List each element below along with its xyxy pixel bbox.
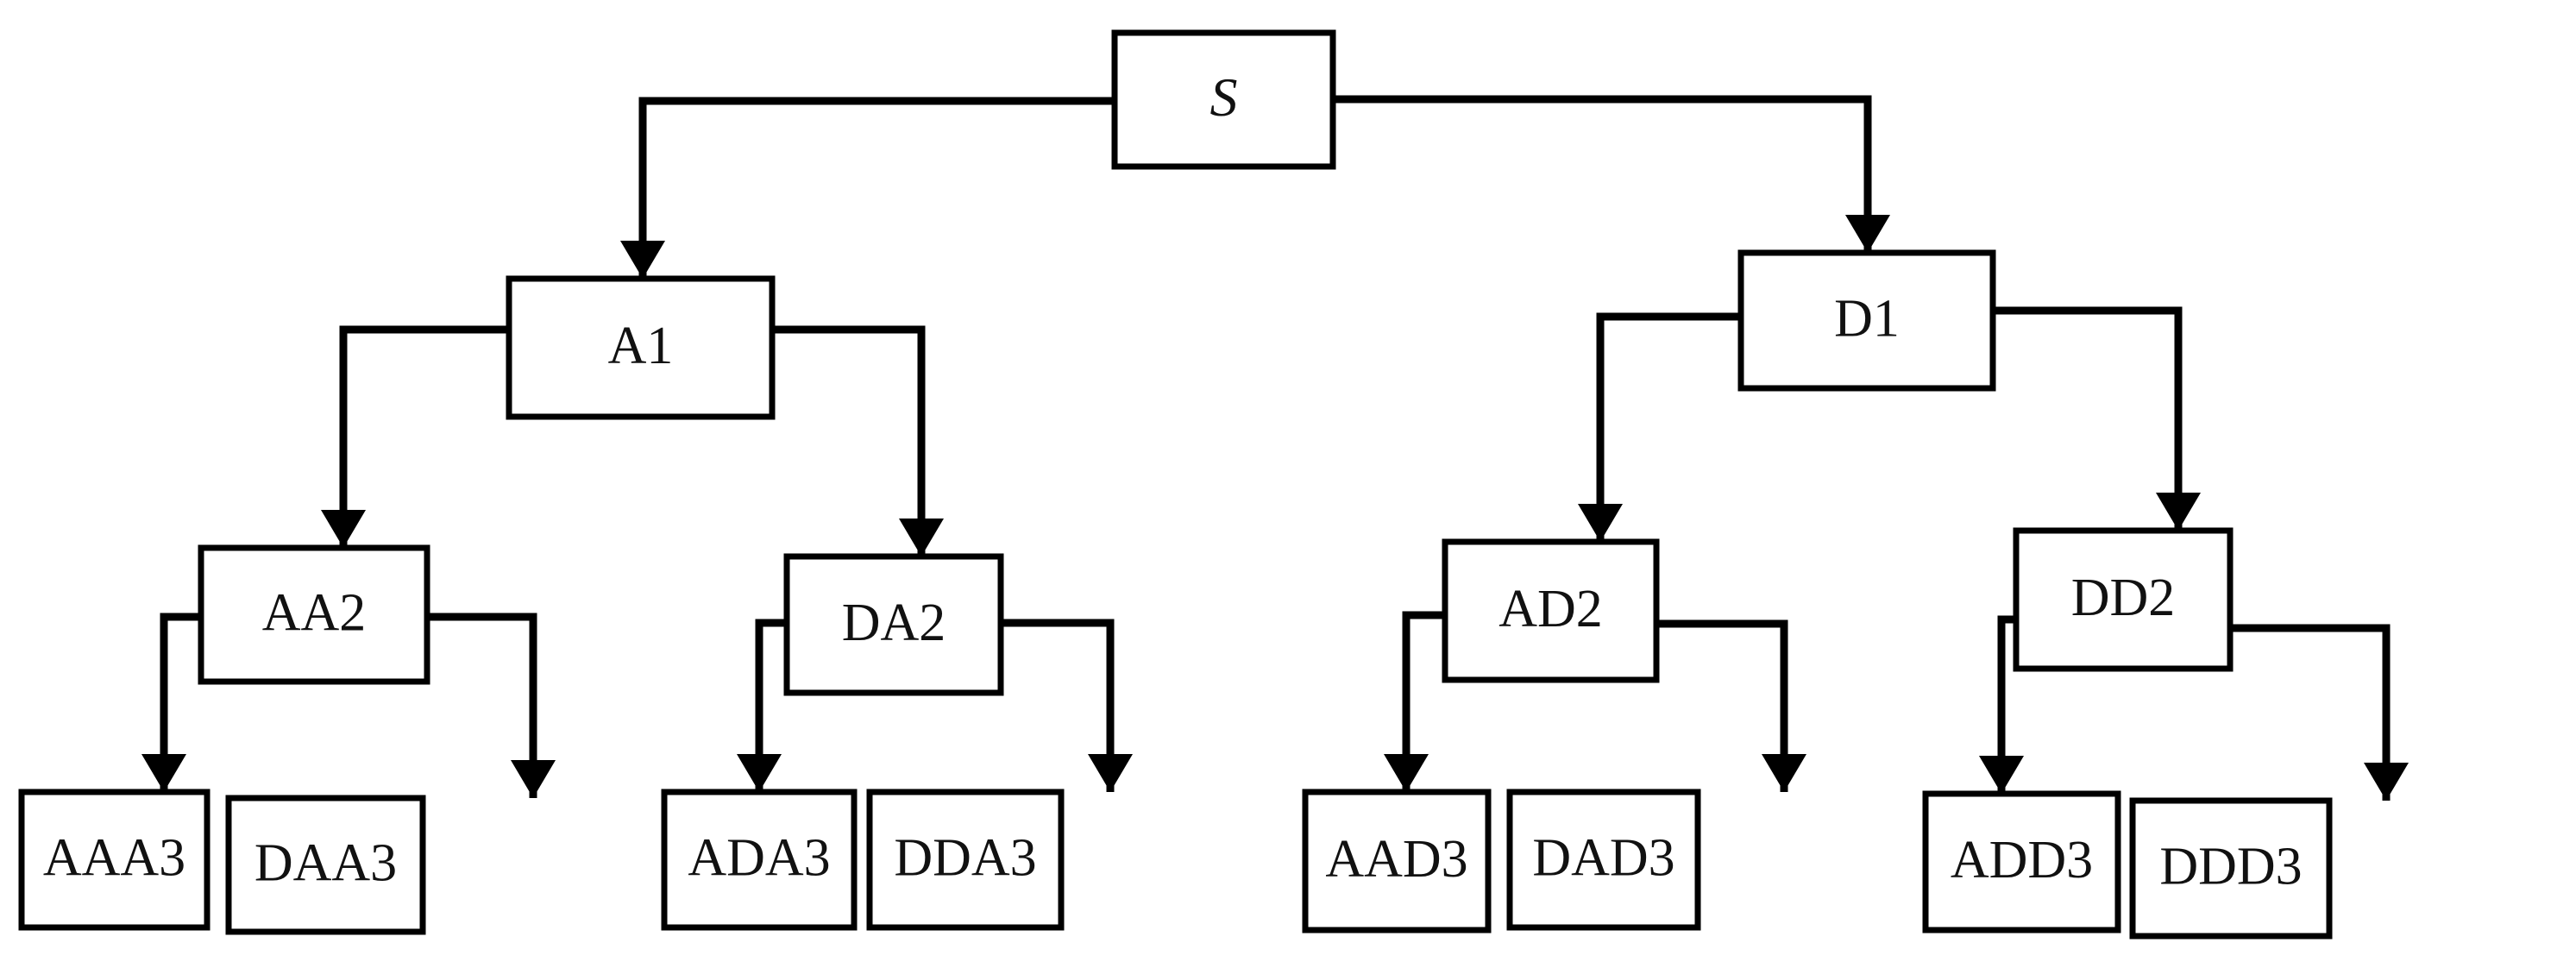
node-ad2[interactable]: AD2 xyxy=(1442,538,1660,683)
node-label: S xyxy=(1210,66,1238,128)
node-label: DDA3 xyxy=(894,829,1036,888)
arrowhead-icon xyxy=(2364,763,2409,801)
edge-path xyxy=(427,613,537,798)
arrowhead-icon xyxy=(1979,756,2024,794)
node-box[interactable] xyxy=(866,789,1065,931)
arrowhead-icon xyxy=(141,754,186,792)
node-box[interactable] xyxy=(225,795,426,935)
edge-path xyxy=(755,619,787,792)
edge-path xyxy=(1997,615,2016,794)
edge-path xyxy=(1596,312,1741,542)
node-label: DDD3 xyxy=(2159,838,2302,896)
node-box[interactable] xyxy=(1737,249,1996,392)
node-box[interactable] xyxy=(1506,789,1701,931)
edge-d1-to-dd2 xyxy=(1993,306,2201,531)
edge-path xyxy=(772,325,926,556)
arrowhead-icon xyxy=(1088,754,1133,792)
arrowhead-icon xyxy=(620,241,665,279)
node-aaa3[interactable]: AAA3 xyxy=(18,789,210,931)
node-box[interactable] xyxy=(1442,538,1660,683)
node-box[interactable] xyxy=(18,789,210,931)
node-box[interactable] xyxy=(2129,797,2333,940)
edge-a1-to-da2 xyxy=(772,325,944,556)
node-add3[interactable]: ADD3 xyxy=(1922,790,2121,933)
arrowhead-icon xyxy=(737,754,782,792)
node-ada3[interactable]: ADA3 xyxy=(661,789,858,931)
node-box[interactable] xyxy=(506,275,776,420)
node-box[interactable] xyxy=(661,789,858,931)
arrowhead-icon xyxy=(899,519,944,556)
node-label: DAA3 xyxy=(254,834,397,893)
arrowhead-icon xyxy=(1762,754,1806,792)
edge-dd2-to-add3 xyxy=(1979,615,2024,794)
node-box[interactable] xyxy=(1922,790,2121,933)
edge-path xyxy=(1993,306,2183,531)
arrowhead-icon xyxy=(1578,504,1623,542)
edge-da2-to-dda3 xyxy=(1001,619,1133,792)
node-label: DD2 xyxy=(2071,569,2176,627)
edges-layer xyxy=(141,95,2409,801)
edge-ad2-to-aad3 xyxy=(1384,611,1445,792)
node-label: ADA3 xyxy=(688,829,830,888)
node-label: AAA3 xyxy=(43,829,185,888)
edge-path xyxy=(1001,619,1115,792)
node-dd2[interactable]: DD2 xyxy=(2013,527,2234,672)
node-label: AA2 xyxy=(262,584,367,643)
arrowhead-icon xyxy=(511,760,556,798)
node-da2[interactable]: DA2 xyxy=(783,553,1004,696)
arrowhead-icon xyxy=(2156,493,2201,531)
edge-ad2-to-dad3 xyxy=(1656,619,1806,792)
node-aad3[interactable]: AAD3 xyxy=(1302,789,1492,933)
edge-path xyxy=(160,613,201,792)
edge-s-to-d1 xyxy=(1333,95,1890,253)
edge-da2-to-ada3 xyxy=(737,619,787,792)
edge-aa2-to-daa3 xyxy=(427,613,556,798)
node-label: AAD3 xyxy=(1325,830,1467,889)
edge-path xyxy=(2230,624,2391,801)
node-label: DAD3 xyxy=(1532,829,1674,888)
edge-path xyxy=(1402,611,1445,792)
arrowhead-icon xyxy=(1384,754,1429,792)
node-ddd3[interactable]: DDD3 xyxy=(2129,797,2333,940)
node-d1[interactable]: D1 xyxy=(1737,249,1996,392)
node-box[interactable] xyxy=(198,544,430,685)
node-aa2[interactable]: AA2 xyxy=(198,544,430,685)
node-daa3[interactable]: DAA3 xyxy=(225,795,426,935)
node-a1[interactable]: A1 xyxy=(506,275,776,420)
edge-path xyxy=(1656,619,1788,792)
node-label: DA2 xyxy=(842,594,946,652)
node-box[interactable] xyxy=(2013,527,2234,672)
node-box[interactable] xyxy=(1111,29,1336,170)
edge-a1-to-aa2 xyxy=(321,325,509,548)
edge-path xyxy=(1333,95,1872,253)
edge-path xyxy=(638,97,1115,279)
edge-path xyxy=(339,325,509,548)
edge-s-to-a1 xyxy=(620,97,1115,279)
node-label: AD2 xyxy=(1498,580,1603,638)
edge-dd2-to-ddd3 xyxy=(2230,624,2409,801)
node-label: ADD3 xyxy=(1951,831,2093,889)
arrowhead-icon xyxy=(321,510,366,548)
node-dad3[interactable]: DAD3 xyxy=(1506,789,1701,931)
node-s[interactable]: S xyxy=(1111,29,1336,170)
arrowhead-icon xyxy=(1845,215,1890,253)
edge-d1-to-ad2 xyxy=(1578,312,1741,542)
node-label: A1 xyxy=(608,317,674,375)
edge-aa2-to-aaa3 xyxy=(141,613,201,792)
node-box[interactable] xyxy=(1302,789,1492,933)
node-box[interactable] xyxy=(783,553,1004,696)
node-dda3[interactable]: DDA3 xyxy=(866,789,1065,931)
node-label: D1 xyxy=(1834,290,1900,349)
